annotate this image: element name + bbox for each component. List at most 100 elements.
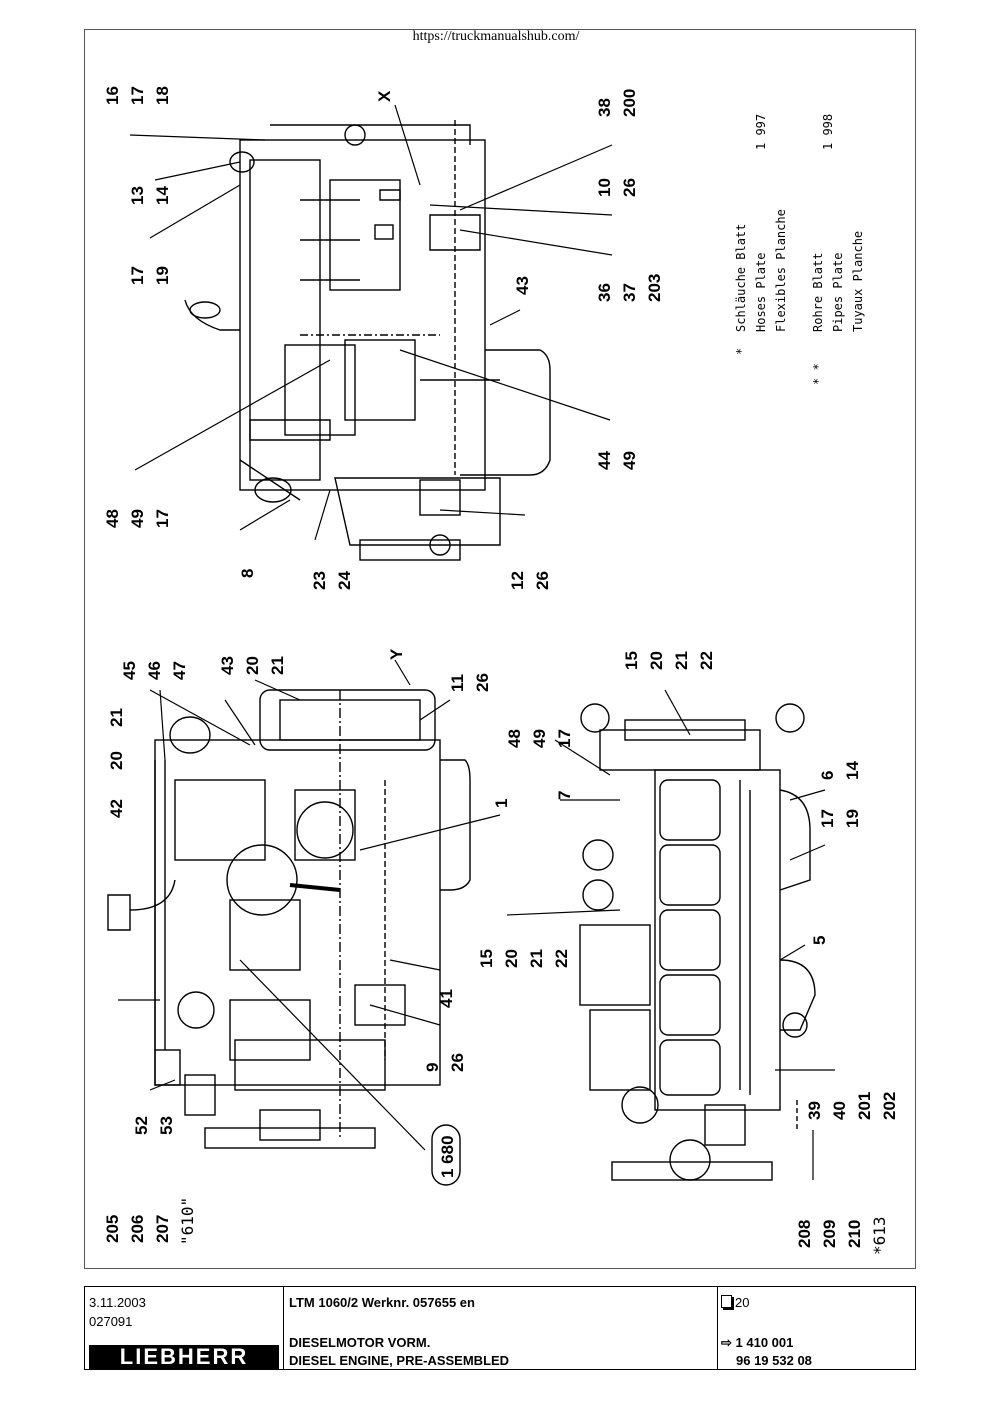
engine-front-view (107, 689, 471, 1149)
callout-label: 17 (128, 86, 147, 105)
callout-label: 20 (502, 949, 521, 968)
callout-label: 26 (473, 673, 492, 692)
part-number: 96 19 532 08 (736, 1353, 812, 1368)
callout-label: 11 (448, 674, 467, 692)
ref-oval-label: 1 680 (438, 1135, 457, 1178)
divider (283, 1287, 284, 1369)
bottom-left-callouts: 45 46 47 43 20 21 Y 11 26 21 20 42 1 41 … (103, 648, 511, 1245)
callout-label: 40 (830, 1101, 849, 1120)
callout-label: 16 (103, 86, 122, 105)
callout-label: 26 (448, 1053, 467, 1072)
callout-label: 24 (335, 571, 354, 590)
callout-label: 49 (128, 509, 147, 528)
callout-label: 21 (107, 708, 126, 727)
callout-label: 48 (103, 509, 122, 528)
callout-label: 15 (622, 651, 641, 670)
callout-label: 48 (505, 729, 524, 748)
callout-label: 39 (805, 1101, 824, 1120)
callout-label: Y (387, 648, 406, 660)
callout-label: 46 (145, 661, 164, 680)
callout-label: 21 (268, 656, 287, 675)
callout-label: 42 (107, 799, 126, 818)
callout-label: 200 (620, 89, 639, 117)
callout-label: 6 (818, 771, 837, 780)
callout-label: 22 (697, 651, 716, 670)
callout-label: *613 (870, 1216, 889, 1255)
legend-marker: * * (811, 363, 825, 385)
callout-label: 26 (620, 178, 639, 197)
callout-label: 10 (595, 178, 614, 197)
title-de: DIESELMOTOR VORM. (289, 1335, 431, 1350)
callout-label: 202 (880, 1092, 899, 1120)
callout-label: 49 (530, 729, 549, 748)
callout-label: 7 (555, 791, 574, 800)
liebherr-logo: LIEBHERR (89, 1345, 279, 1369)
callout-label: "610" (178, 1197, 197, 1245)
legend-line: Schläuche Blatt (734, 224, 748, 332)
drawing-code: 027091 (89, 1314, 133, 1329)
source-url[interactable]: https://truckmanualshub.com/ (412, 29, 580, 44)
legend-line: Flexibles Planche (774, 209, 788, 332)
legend-marker: * (734, 348, 748, 355)
callout-label: 45 (120, 661, 139, 680)
callout-label: 14 (843, 761, 862, 780)
reference-number-value: 1 410 001 (735, 1335, 794, 1350)
callout-label: 21 (527, 949, 546, 968)
callout-label: 205 (103, 1215, 122, 1243)
callout-label: 52 (132, 1116, 151, 1135)
sheet-number: 20 (721, 1295, 749, 1310)
callout-label: 43 (218, 656, 237, 675)
sheet-icon (721, 1295, 732, 1308)
callout-label: 14 (153, 186, 172, 205)
callout-label: 12 (508, 571, 527, 590)
callout-label: 201 (855, 1092, 874, 1120)
legend-number: 1 997 (754, 114, 768, 150)
callout-label: 208 (795, 1220, 814, 1248)
callout-label: 26 (533, 571, 552, 590)
reference-number: ⇨ 1 410 001 (721, 1335, 793, 1351)
callout-label: 23 (310, 571, 329, 590)
sheet-number-value: 20 (735, 1295, 750, 1310)
callout-label: 44 (595, 451, 614, 470)
model-line: LTM 1060/2 Werknr. 057655 en (289, 1295, 475, 1310)
drawing-frame (84, 29, 916, 1269)
date: 3.11.2003 (89, 1295, 146, 1310)
callout-label: 9 (423, 1063, 442, 1072)
callout-label: 8 (238, 569, 257, 578)
callout-label: 37 (620, 283, 639, 302)
callout-label: 17 (128, 266, 147, 285)
callout-label: 206 (128, 1215, 147, 1243)
callout-label: 5 (810, 936, 829, 945)
callout-label: 19 (843, 809, 862, 828)
callout-label: 20 (243, 656, 262, 675)
top-callouts: 16 17 18 X 38 200 13 14 10 26 17 19 36 3… (103, 86, 664, 590)
title-en: DIESEL ENGINE, PRE-ASSEMBLED (289, 1353, 510, 1368)
callout-label: 18 (153, 86, 172, 105)
callout-label: 49 (620, 451, 639, 470)
callout-label: 20 (107, 751, 126, 770)
callout-label: 210 (845, 1220, 864, 1248)
callout-label: 17 (555, 729, 574, 748)
legend-number: 1 998 (821, 114, 835, 150)
callout-label: 19 (153, 266, 172, 285)
callout-label: 1 (492, 799, 511, 808)
engine-rear-view (579, 703, 816, 1181)
callout-label: 209 (820, 1220, 839, 1248)
callout-label: X (375, 90, 394, 102)
callout-label: 20 (647, 651, 666, 670)
title-block: 3.11.2003 027091 LIEBHERR LTM 1060/2 Wer… (84, 1286, 916, 1370)
callout-label: 21 (672, 651, 691, 670)
divider (717, 1287, 718, 1369)
bottom-right-callouts: 15 20 21 22 48 49 17 7 6 14 17 19 15 20 … (477, 651, 899, 1255)
legend: * Schläuche Blatt Hoses Plate Flexibles … (734, 114, 865, 385)
legend-line: Tuyaux Planche (851, 231, 865, 332)
callout-label: 13 (128, 186, 147, 205)
legend-line: Pipes Plate (831, 253, 845, 332)
ref-oval: 1 680 (431, 1124, 461, 1186)
callout-label: 38 (595, 98, 614, 117)
engine-top-view (184, 120, 551, 561)
legend-line: Hoses Plate (754, 253, 768, 332)
callout-label: 203 (645, 274, 664, 302)
leader-lines (118, 104, 835, 1180)
